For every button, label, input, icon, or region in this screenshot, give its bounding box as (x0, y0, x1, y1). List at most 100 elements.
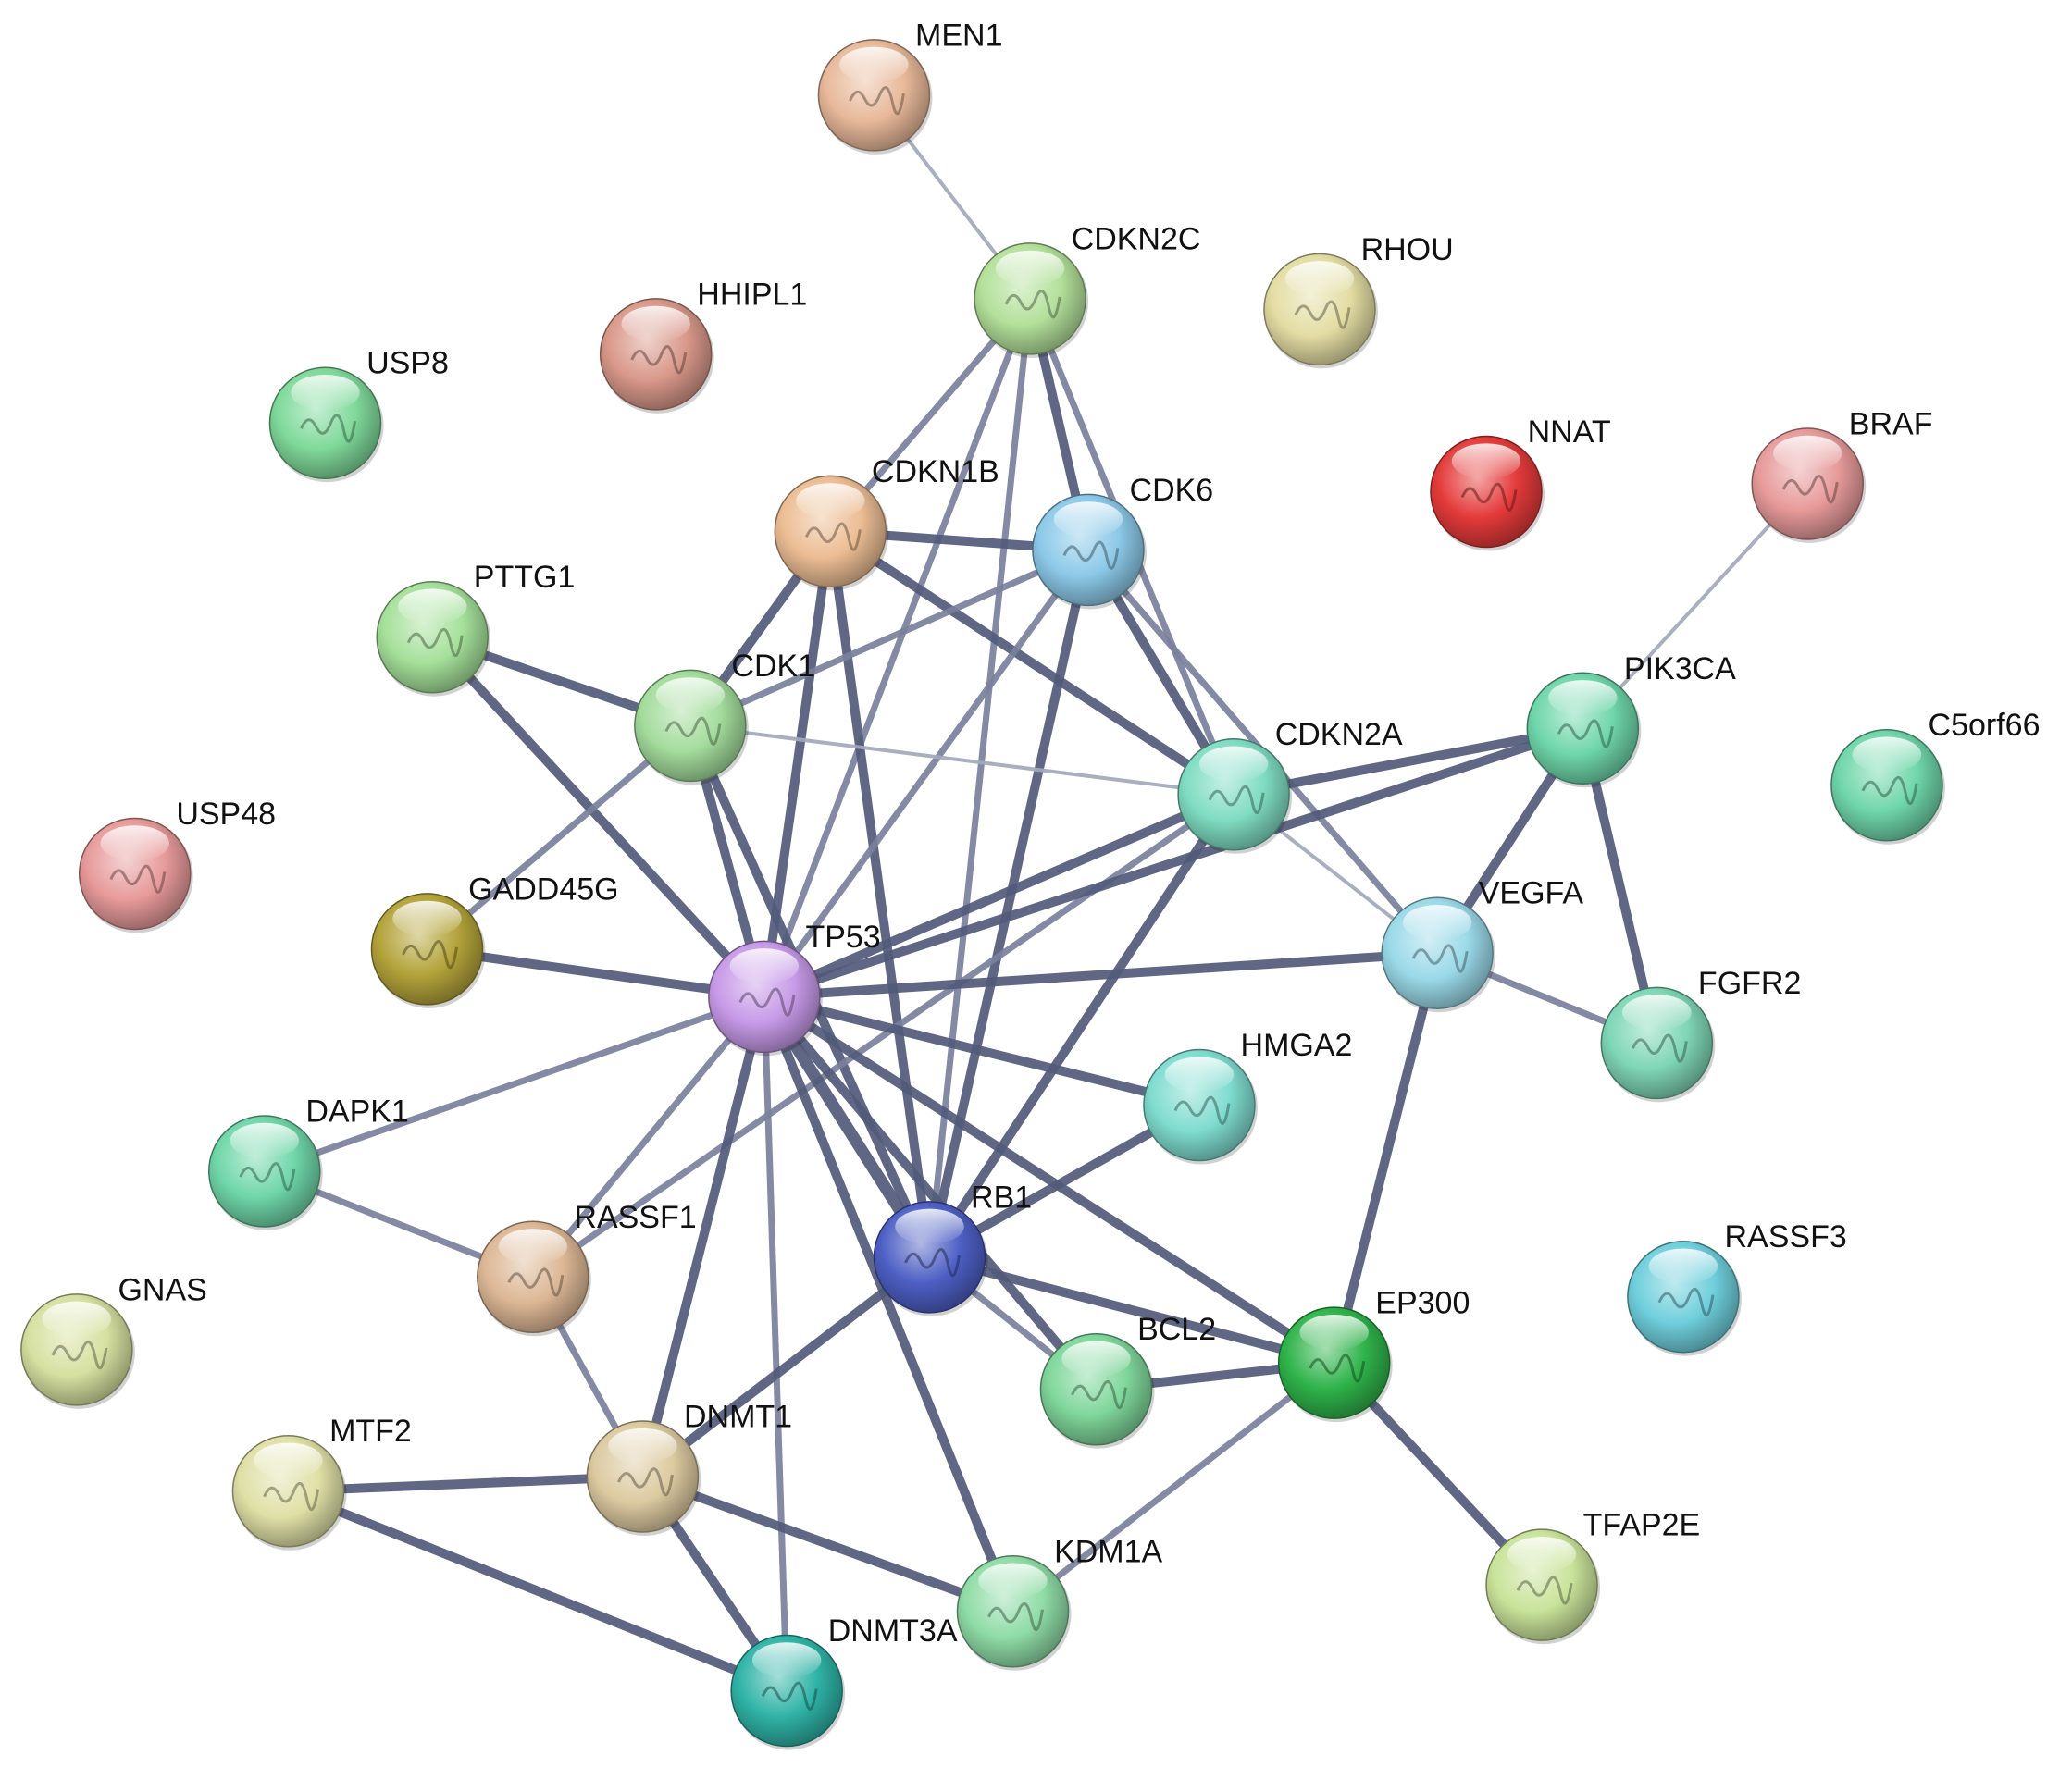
node-label-tp53: TP53 (805, 920, 880, 955)
node-highlight (1622, 995, 1692, 1031)
node-structure-glyph (406, 627, 464, 657)
edge-tp53-bcl2 (759, 992, 1101, 1394)
node-structure-glyph (761, 1681, 818, 1711)
node-nnat[interactable]: NNAT (1430, 414, 1611, 551)
node-highlight (230, 1122, 299, 1159)
node-structure-glyph (1631, 1033, 1688, 1063)
node-label-gnas: GNAS (118, 1272, 206, 1307)
node-label-bcl2: BCL2 (1137, 1312, 1216, 1347)
node-highlight (1548, 680, 1618, 716)
edge-rb1-ep300 (924, 1252, 1339, 1368)
node-dapk1[interactable]: DAPK1 (208, 1094, 409, 1230)
node-highlight (1773, 435, 1842, 472)
node-fgfr2[interactable]: FGFR2 (1600, 966, 1801, 1103)
node-kdm1a[interactable]: KDM1A (956, 1534, 1163, 1671)
node-label-hhipl1: HHIPL1 (697, 277, 807, 312)
node-mtf2[interactable]: MTF2 (231, 1414, 412, 1551)
edge-vegfa-ep300 (1329, 948, 1443, 1368)
node-label-dnmt3a: DNMT3A (828, 1613, 958, 1649)
node-structure-glyph (617, 1467, 674, 1497)
node-cdk6[interactable]: CDK6 (1032, 473, 1214, 610)
node-highlight (1648, 1248, 1718, 1284)
node-structure-glyph (1411, 944, 1469, 973)
node-label-cdk6: CDK6 (1130, 473, 1214, 508)
node-label-kdm1a: KDM1A (1054, 1534, 1162, 1569)
edge-cdk1-gadd45g (424, 722, 694, 953)
node-label-fgfr2: FGFR2 (1698, 966, 1801, 1001)
node-label-cdkn1b: CDKN1B (872, 454, 999, 489)
node-highlight (1451, 443, 1521, 479)
node-pik3ca[interactable]: PIK3CA (1526, 651, 1736, 788)
node-tfap2e[interactable]: TFAP2E (1485, 1508, 1701, 1645)
node-cdkn2c[interactable]: CDKN2C (974, 221, 1201, 358)
node-label-gadd45g: GADD45G (468, 871, 619, 907)
edge-dnmt1-kdm1a (638, 1472, 1018, 1616)
node-bcl2[interactable]: BCL2 (1039, 1312, 1217, 1449)
node-label-pik3ca: PIK3CA (1624, 651, 1736, 686)
node-structure-glyph (738, 987, 796, 1017)
node-label-pttg1: PTTG1 (474, 560, 576, 595)
edge-ep300-kdm1a (1009, 1359, 1338, 1615)
node-highlight (398, 588, 467, 624)
node-rhou[interactable]: RHOU (1263, 232, 1454, 369)
node-braf[interactable]: BRAF (1751, 406, 1932, 543)
node-structure-glyph (1062, 540, 1120, 570)
edge-cdkn2c-tp53 (761, 295, 1034, 1000)
node-men1[interactable]: MEN1 (817, 18, 1003, 155)
node-pttg1[interactable]: PTTG1 (376, 560, 576, 697)
node-gnas[interactable]: GNAS (20, 1272, 207, 1409)
node-highlight (291, 375, 360, 411)
node-label-rb1: RB1 (971, 1180, 1032, 1215)
node-structure-glyph (263, 1481, 319, 1511)
node-structure-glyph (904, 1248, 961, 1278)
node-highlight (100, 825, 169, 861)
node-highlight (1164, 1057, 1235, 1093)
node-tp53[interactable]: TP53 (708, 920, 881, 1057)
node-highlight (621, 305, 690, 342)
node-c5orf66[interactable]: C5orf66 (1830, 708, 2041, 845)
node-structure-glyph (51, 1341, 108, 1370)
node-highlight (895, 1208, 964, 1245)
edge-cdkn2a-tp53 (759, 789, 1239, 1002)
node-gadd45g[interactable]: GADD45G (370, 871, 619, 1008)
node-highlight (751, 1642, 822, 1678)
edge-tp53-rassf1 (529, 993, 768, 1280)
node-label-cdkn2c: CDKN2C (1072, 221, 1201, 256)
edges-layer (261, 93, 1810, 1696)
node-highlight (1198, 746, 1269, 782)
node-label-mtf2: MTF2 (329, 1414, 412, 1449)
node-highlight (254, 1442, 323, 1478)
node-rb1[interactable]: RB1 (873, 1180, 1032, 1316)
node-cdkn1b[interactable]: CDKN1B (774, 454, 999, 591)
node-hmga2[interactable]: HMGA2 (1143, 1028, 1353, 1165)
edge-tp53-kdm1a (759, 992, 1018, 1616)
node-label-men1: MEN1 (915, 18, 1002, 53)
edge-pttg1-tp53 (428, 632, 769, 1002)
edge-cdk1-cdkn2a (688, 723, 1236, 797)
node-cdkn2a[interactable]: CDKN2A (1177, 717, 1403, 854)
node-dnmt1[interactable]: DNMT1 (586, 1400, 792, 1537)
edge-gadd45g-tp53 (422, 944, 769, 1002)
node-label-tfap2e: TFAP2E (1583, 1508, 1701, 1543)
node-ep300[interactable]: EP300 (1277, 1286, 1470, 1423)
node-hhipl1[interactable]: HHIPL1 (599, 277, 808, 414)
node-dnmt3a[interactable]: DNMT3A (730, 1613, 958, 1750)
node-cdk1[interactable]: CDK1 (634, 649, 815, 785)
node-structure-glyph (804, 522, 862, 551)
node-usp8[interactable]: USP8 (268, 346, 449, 483)
node-label-dapk1: DAPK1 (305, 1094, 409, 1129)
node-label-cdk1: CDK1 (731, 649, 815, 684)
edge-tp53-dnmt3a (761, 993, 790, 1694)
node-usp48[interactable]: USP48 (78, 797, 276, 933)
edge-tp53-dnmt1 (638, 992, 769, 1482)
node-rassf1[interactable]: RASSF1 (477, 1200, 697, 1337)
edge-pik3ca-tp53 (759, 723, 1588, 1002)
node-highlight (1284, 261, 1355, 297)
node-vegfa[interactable]: VEGFA (1381, 876, 1583, 1013)
node-structure-glyph (849, 86, 905, 116)
node-rassf3[interactable]: RASSF3 (1627, 1219, 1847, 1356)
node-structure-glyph (1294, 300, 1351, 329)
node-structure-glyph (1309, 1354, 1366, 1383)
